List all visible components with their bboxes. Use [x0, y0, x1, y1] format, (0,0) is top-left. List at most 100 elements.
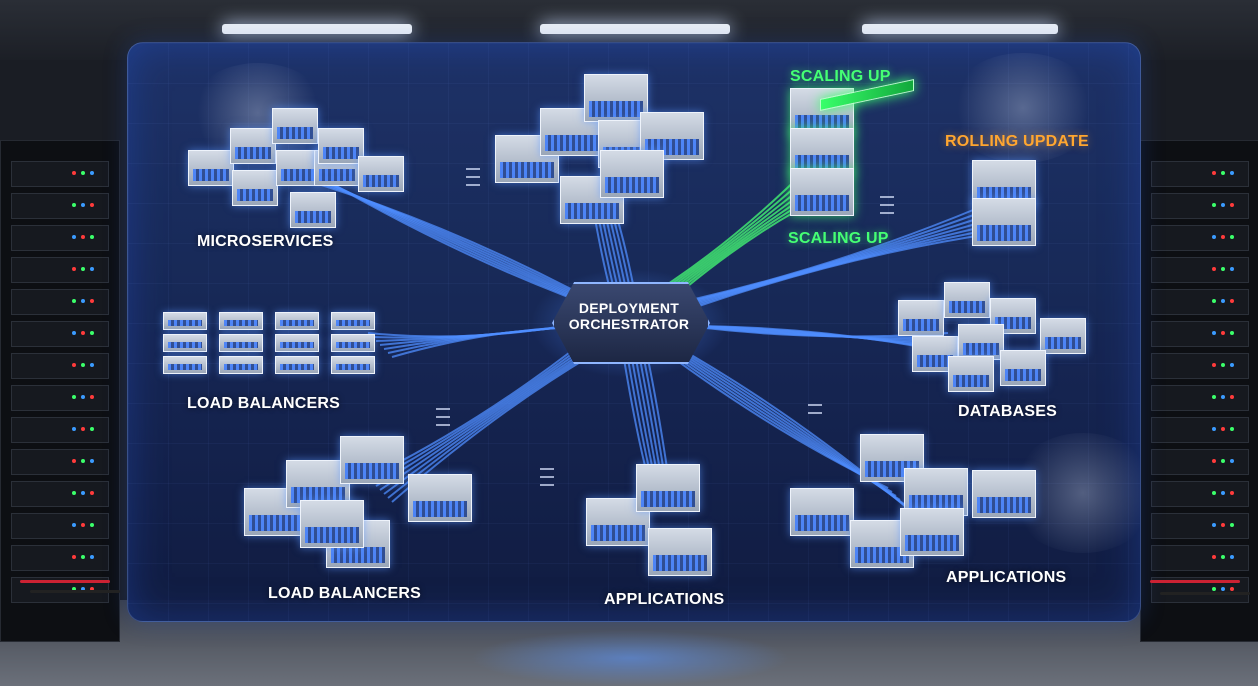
rack-led	[72, 235, 76, 239]
scaling-server-node	[790, 168, 854, 216]
rack-led	[1230, 427, 1234, 431]
rack-unit	[1151, 545, 1249, 571]
rack-unit	[11, 225, 109, 251]
rack-led	[1212, 427, 1216, 431]
load-balancer-node	[408, 474, 472, 522]
rack-led	[72, 203, 76, 207]
app-server-node	[560, 176, 624, 224]
rack-led	[1212, 171, 1216, 175]
rack-unit	[1151, 417, 1249, 443]
rack-led	[1230, 267, 1234, 271]
rack-led	[72, 363, 76, 367]
rack-led	[1230, 587, 1234, 591]
rack-led	[1212, 235, 1216, 239]
rack-led	[81, 235, 85, 239]
label-tick-mark	[808, 412, 822, 414]
rack-led	[90, 427, 94, 431]
label-tick-mark	[436, 408, 450, 410]
rack-cable	[30, 590, 120, 593]
rack-led	[81, 587, 85, 591]
label-rolling-update: ROLLING UPDATE	[945, 133, 1089, 150]
rack-led	[81, 267, 85, 271]
rack-led	[72, 299, 76, 303]
microservice-node	[232, 170, 278, 206]
rack-unit	[11, 545, 109, 571]
rack-led	[1212, 299, 1216, 303]
rack-led	[1221, 203, 1225, 207]
rack-unit	[1151, 513, 1249, 539]
database-node	[1000, 350, 1046, 386]
database-node	[958, 324, 1004, 360]
rack-unit	[11, 353, 109, 379]
hub-label: DEPLOYMENT ORCHESTRATOR	[552, 300, 706, 332]
rack-unit	[1151, 385, 1249, 411]
rack-led	[90, 203, 94, 207]
rack-led	[1221, 395, 1225, 399]
label-applications-bottom: APPLICATIONS	[604, 591, 725, 608]
rack-unit	[11, 481, 109, 507]
application-node	[972, 470, 1036, 518]
rack-led	[90, 523, 94, 527]
rack-led	[1221, 459, 1225, 463]
rack-led	[72, 587, 76, 591]
rack-led	[1212, 363, 1216, 367]
rack-led	[90, 235, 94, 239]
rack-led	[1230, 459, 1234, 463]
rack-led	[1221, 555, 1225, 559]
microservice-node	[272, 108, 318, 144]
rack-led	[1221, 267, 1225, 271]
hub-label-line2: ORCHESTRATOR	[568, 316, 690, 332]
rack-led	[1221, 235, 1225, 239]
deployment-orchestrator-hub	[552, 282, 710, 364]
rack-led	[1221, 427, 1225, 431]
rack-led	[81, 491, 85, 495]
label-tick-mark	[466, 184, 480, 186]
label-scaling-up-top: SCALING UP	[790, 68, 891, 85]
rack-led	[1230, 171, 1234, 175]
rack-led	[1221, 363, 1225, 367]
rack-led	[1230, 555, 1234, 559]
rack-unit	[11, 161, 109, 187]
microservice-node	[230, 128, 276, 164]
load-balancer-node	[275, 356, 319, 374]
rack-led	[90, 491, 94, 495]
rack-led	[90, 459, 94, 463]
rack-unit	[11, 193, 109, 219]
rack-unit	[11, 513, 109, 539]
rack-led	[1221, 331, 1225, 335]
rack-led	[1230, 523, 1234, 527]
rack-unit	[1151, 289, 1249, 315]
label-scaling-up-mid: SCALING UP	[788, 230, 889, 247]
rack-unit	[1151, 257, 1249, 283]
microservice-node	[188, 150, 234, 186]
microservice-node	[358, 156, 404, 192]
rack-led	[1212, 395, 1216, 399]
label-databases: DATABASES	[958, 403, 1057, 420]
rack-led	[72, 171, 76, 175]
label-tick-mark	[436, 424, 450, 426]
rack-led	[90, 171, 94, 175]
load-balancer-node	[331, 334, 375, 352]
rack-led	[1230, 235, 1234, 239]
rolling-update-node	[972, 198, 1036, 246]
rack-led	[81, 395, 85, 399]
rack-led	[81, 299, 85, 303]
rack-led	[90, 395, 94, 399]
rack-led	[1221, 299, 1225, 303]
rack-unit	[1151, 225, 1249, 251]
database-node	[898, 300, 944, 336]
rack-led	[81, 171, 85, 175]
rack-led	[81, 523, 85, 527]
rack-unit	[11, 385, 109, 411]
rack-led	[81, 363, 85, 367]
rack-led	[1212, 587, 1216, 591]
application-node	[900, 508, 964, 556]
rack-unit	[1151, 321, 1249, 347]
database-node	[944, 282, 990, 318]
rack-led	[1230, 491, 1234, 495]
label-tick-mark	[436, 416, 450, 418]
label-tick-mark	[540, 484, 554, 486]
rack-led	[1221, 587, 1225, 591]
microservice-node	[290, 192, 336, 228]
label-microservices: MICROSERVICES	[197, 233, 334, 250]
